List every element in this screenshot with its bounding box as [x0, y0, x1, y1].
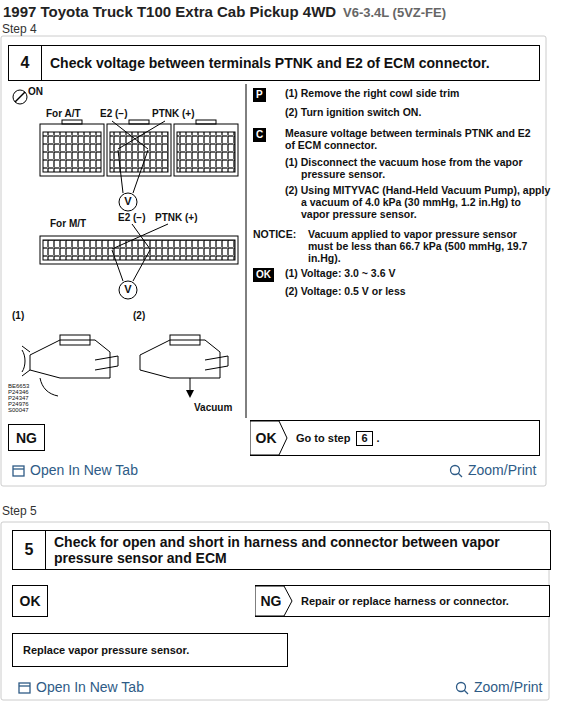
figure-code: P24347	[8, 395, 29, 401]
part-label: Vacuum	[194, 402, 232, 413]
step-tag: P	[253, 88, 266, 102]
link-text: Open In New Tab	[30, 462, 138, 478]
action-row: Repair or replace harness or connector.	[293, 586, 549, 616]
instruction: Measure voltage between terminals PTNK a…	[285, 127, 540, 151]
step-reference: 6	[356, 431, 372, 446]
pin-name: E2 (−)	[118, 212, 146, 223]
instruction: (2) Using MITYVAC (Hand-Held Vacuum Pump…	[285, 184, 551, 220]
action-text: Repair or replace harness or connector.	[301, 595, 509, 607]
result-tag: OK	[256, 430, 283, 446]
step-number: 4	[9, 46, 42, 80]
notice-text: Vacuum applied to vapor pressure sensor …	[308, 228, 540, 264]
action-text: Go to step	[296, 432, 350, 444]
step-box: NG	[8, 424, 45, 451]
step-box: 5Check for open and short in harness and…	[12, 530, 551, 570]
callout-number: (1)	[12, 310, 24, 321]
figure-code: S00047	[8, 407, 29, 413]
instruction: (1) Remove the right cowl side trim	[285, 87, 556, 99]
result-value: (1) Voltage: 3.0 ~ 3.6 V	[285, 267, 535, 279]
pin-name: PTNK (+)	[155, 212, 198, 223]
step-box: NG Repair or replace harness or connector…	[255, 585, 550, 617]
variant-label: For A/T	[46, 108, 81, 119]
link-text: Zoom/Print	[468, 462, 536, 478]
pin-name: E2 (−)	[100, 108, 128, 119]
step-box: OK	[12, 585, 48, 617]
step-tag: C	[253, 128, 266, 142]
step-heading: Check for open and short in harness and …	[46, 531, 550, 569]
result-tag: NG	[261, 593, 288, 609]
result-tag: NG	[9, 425, 44, 450]
figure-code: P24976	[8, 401, 29, 407]
step-box: 4Check voltage between terminals PTNK an…	[8, 45, 540, 81]
arrow-tag: NG	[255, 586, 293, 616]
step-label: Step 4	[2, 22, 37, 36]
notice-label: NOTICE:	[253, 228, 296, 240]
arrow-tag: OK	[250, 421, 288, 455]
step-box: Replace vapor pressure sensor.	[12, 633, 288, 667]
engine-subtitle: V6-3.4L (5VZ-FE)	[343, 5, 446, 20]
step-heading: Check voltage between terminals PTNK and…	[42, 46, 539, 80]
switch-label: ON	[28, 86, 43, 97]
result-tag: OK	[253, 268, 274, 282]
figure-code: BE6653	[8, 383, 29, 389]
action-text: Replace vapor pressure sensor.	[13, 634, 287, 666]
step-label: Step 5	[2, 504, 37, 518]
meter-symbol: V	[122, 283, 134, 295]
callout-number: (2)	[133, 310, 145, 321]
step-box: OK Go to step 6.	[250, 420, 540, 456]
pin-name: PTNK (+)	[152, 108, 195, 119]
instruction: (2) Turn ignition switch ON.	[285, 106, 556, 118]
meter-symbol: V	[122, 195, 134, 207]
page-title: 1997 Toyota Truck T100 Extra Cab Pickup …	[3, 3, 336, 20]
result-tag: OK	[13, 586, 47, 616]
link-text: Zoom/Print	[474, 679, 542, 695]
step-number: 5	[13, 531, 46, 569]
variant-label: For M/T	[50, 218, 86, 229]
result-value: (2) Voltage: 0.5 V or less	[285, 285, 535, 297]
action-row: Go to step 6.	[288, 421, 539, 455]
instruction: (1) Disconnect the vacuum hose from the …	[285, 156, 551, 180]
figure-code: P24346	[8, 389, 29, 395]
action-text: .	[377, 432, 380, 444]
link-text: Open In New Tab	[36, 679, 144, 695]
